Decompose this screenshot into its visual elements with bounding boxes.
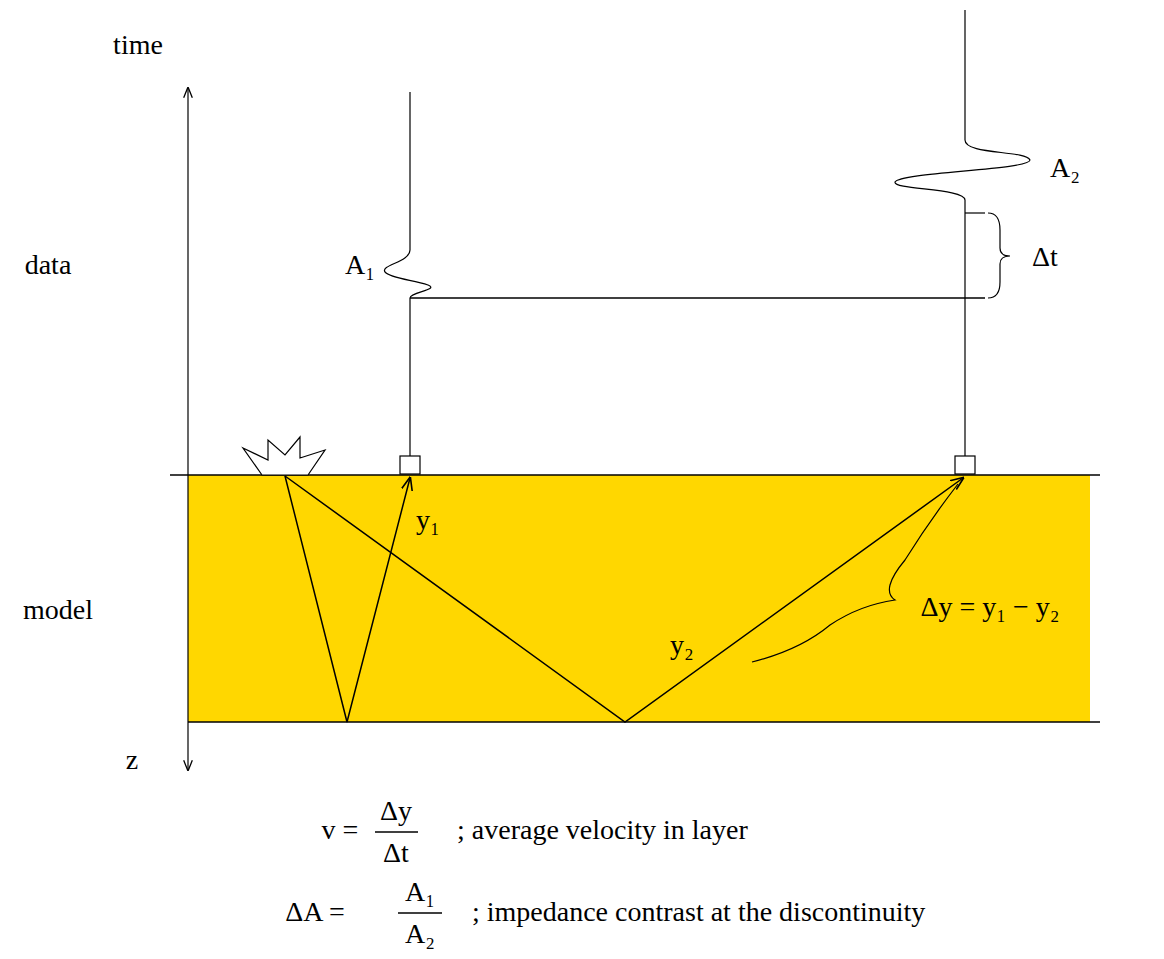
fraction-denominator: Δt <box>381 838 411 869</box>
ray-label: y₁ <box>414 505 442 536</box>
path-difference-label: Δy = y₁ − y₂ <box>918 592 1061 623</box>
formula-text: ΔA = <box>283 897 346 928</box>
time-reference-line <box>410 297 985 299</box>
receiver-symbol <box>400 456 420 474</box>
time-difference-label: Δt <box>1030 242 1060 273</box>
time-tick <box>965 212 985 213</box>
layer-fill <box>188 475 1090 722</box>
formula-note: ; average velocity in layer <box>455 815 750 846</box>
fraction-bar <box>375 831 418 833</box>
ray-path <box>285 476 410 722</box>
ray-label: y₂ <box>668 630 696 661</box>
axis-label: z <box>124 745 140 776</box>
amplitude-label: A₂ <box>1048 153 1082 184</box>
formula-text: v = <box>320 815 361 846</box>
seismic-trace <box>895 10 1030 456</box>
seismic-trace <box>384 92 430 456</box>
formula-note: ; impedance contrast at the discontinuit… <box>470 897 927 928</box>
reflector-line <box>188 721 1100 723</box>
fraction-numerator: Δy <box>378 796 414 827</box>
section-label: model <box>21 595 95 626</box>
fraction-bar <box>398 912 442 914</box>
time-depth-axis <box>187 88 188 770</box>
fraction-numerator: A₁ <box>403 877 437 908</box>
delta-y-brace <box>752 484 958 662</box>
source-star <box>243 437 325 475</box>
amplitude-label: A₁ <box>343 250 377 281</box>
delta-t-brace <box>988 213 1010 298</box>
section-label: data <box>23 250 74 281</box>
ray-path <box>285 476 963 722</box>
receiver-symbol <box>955 456 975 474</box>
axis-label: time <box>111 30 165 61</box>
fraction-denominator: A₂ <box>403 919 437 950</box>
